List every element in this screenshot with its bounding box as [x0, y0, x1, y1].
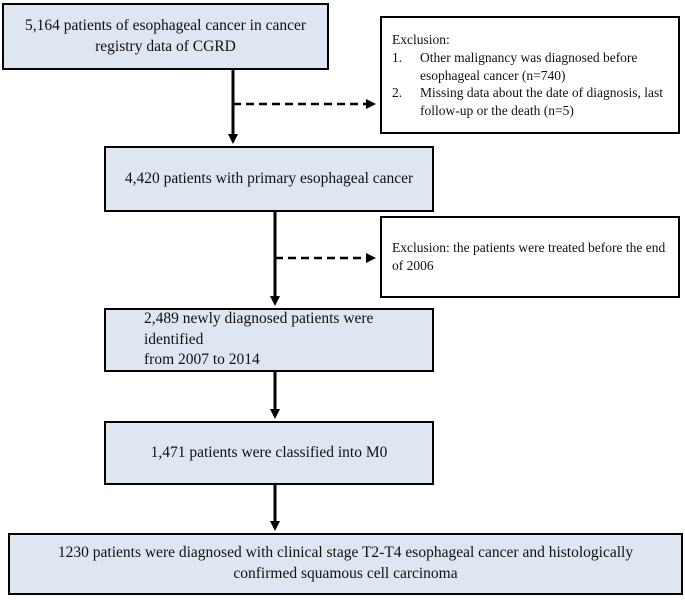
primary-text: 4,420 patients with primary esophageal c…	[124, 169, 414, 187]
exclusion-box-2: Exclusion: the patients were treated bef…	[380, 216, 680, 298]
newly-diagnosed-line-2: from 2007 to 2014	[144, 351, 260, 369]
exclusion-1-item: 1. Other malignancy was diagnosed before…	[392, 49, 668, 84]
exclusion-1-item-text: Missing data about the date of diagnosis…	[420, 85, 663, 118]
final-line-2: confirmed squamous cell carcinoma	[233, 565, 458, 582]
exclusion-1-item-number: 2.	[392, 85, 403, 101]
exclusion-1-list: 1. Other malignancy was diagnosed before…	[392, 49, 668, 119]
exclusion-1-item-text: Other malignancy was diagnosed before es…	[420, 50, 638, 83]
exclusion-2-text: Exclusion: the patients were treated bef…	[392, 240, 666, 273]
flow-box-final: 1230 patients were diagnosed with clinic…	[8, 533, 683, 595]
exclusion-1-title: Exclusion:	[392, 31, 450, 47]
m0-text: 1,471 patients were classified into M0	[150, 443, 388, 461]
flow-box-registry: 5,164 patients of esophageal cancer in c…	[2, 3, 329, 70]
registry-line-2: registry data of CGRD	[95, 37, 236, 55]
exclusion-1-item: 2. Missing data about the date of diagno…	[392, 84, 668, 119]
registry-line-1: 5,164 patients of esophageal cancer in c…	[24, 16, 307, 34]
newly-diagnosed-line-1: 2,489 newly diagnosed patients were iden…	[144, 309, 374, 348]
flow-box-m0: 1,471 patients were classified into M0	[104, 421, 434, 485]
exclusion-1-item-number: 1.	[392, 50, 403, 66]
exclusion-box-1: Exclusion: 1. Other malignancy was diagn…	[380, 16, 680, 134]
flow-box-newly-diagnosed: 2,489 newly diagnosed patients were iden…	[104, 308, 434, 372]
final-line-1: 1230 patients were diagnosed with clinic…	[57, 544, 634, 562]
flow-box-primary: 4,420 patients with primary esophageal c…	[104, 146, 434, 212]
